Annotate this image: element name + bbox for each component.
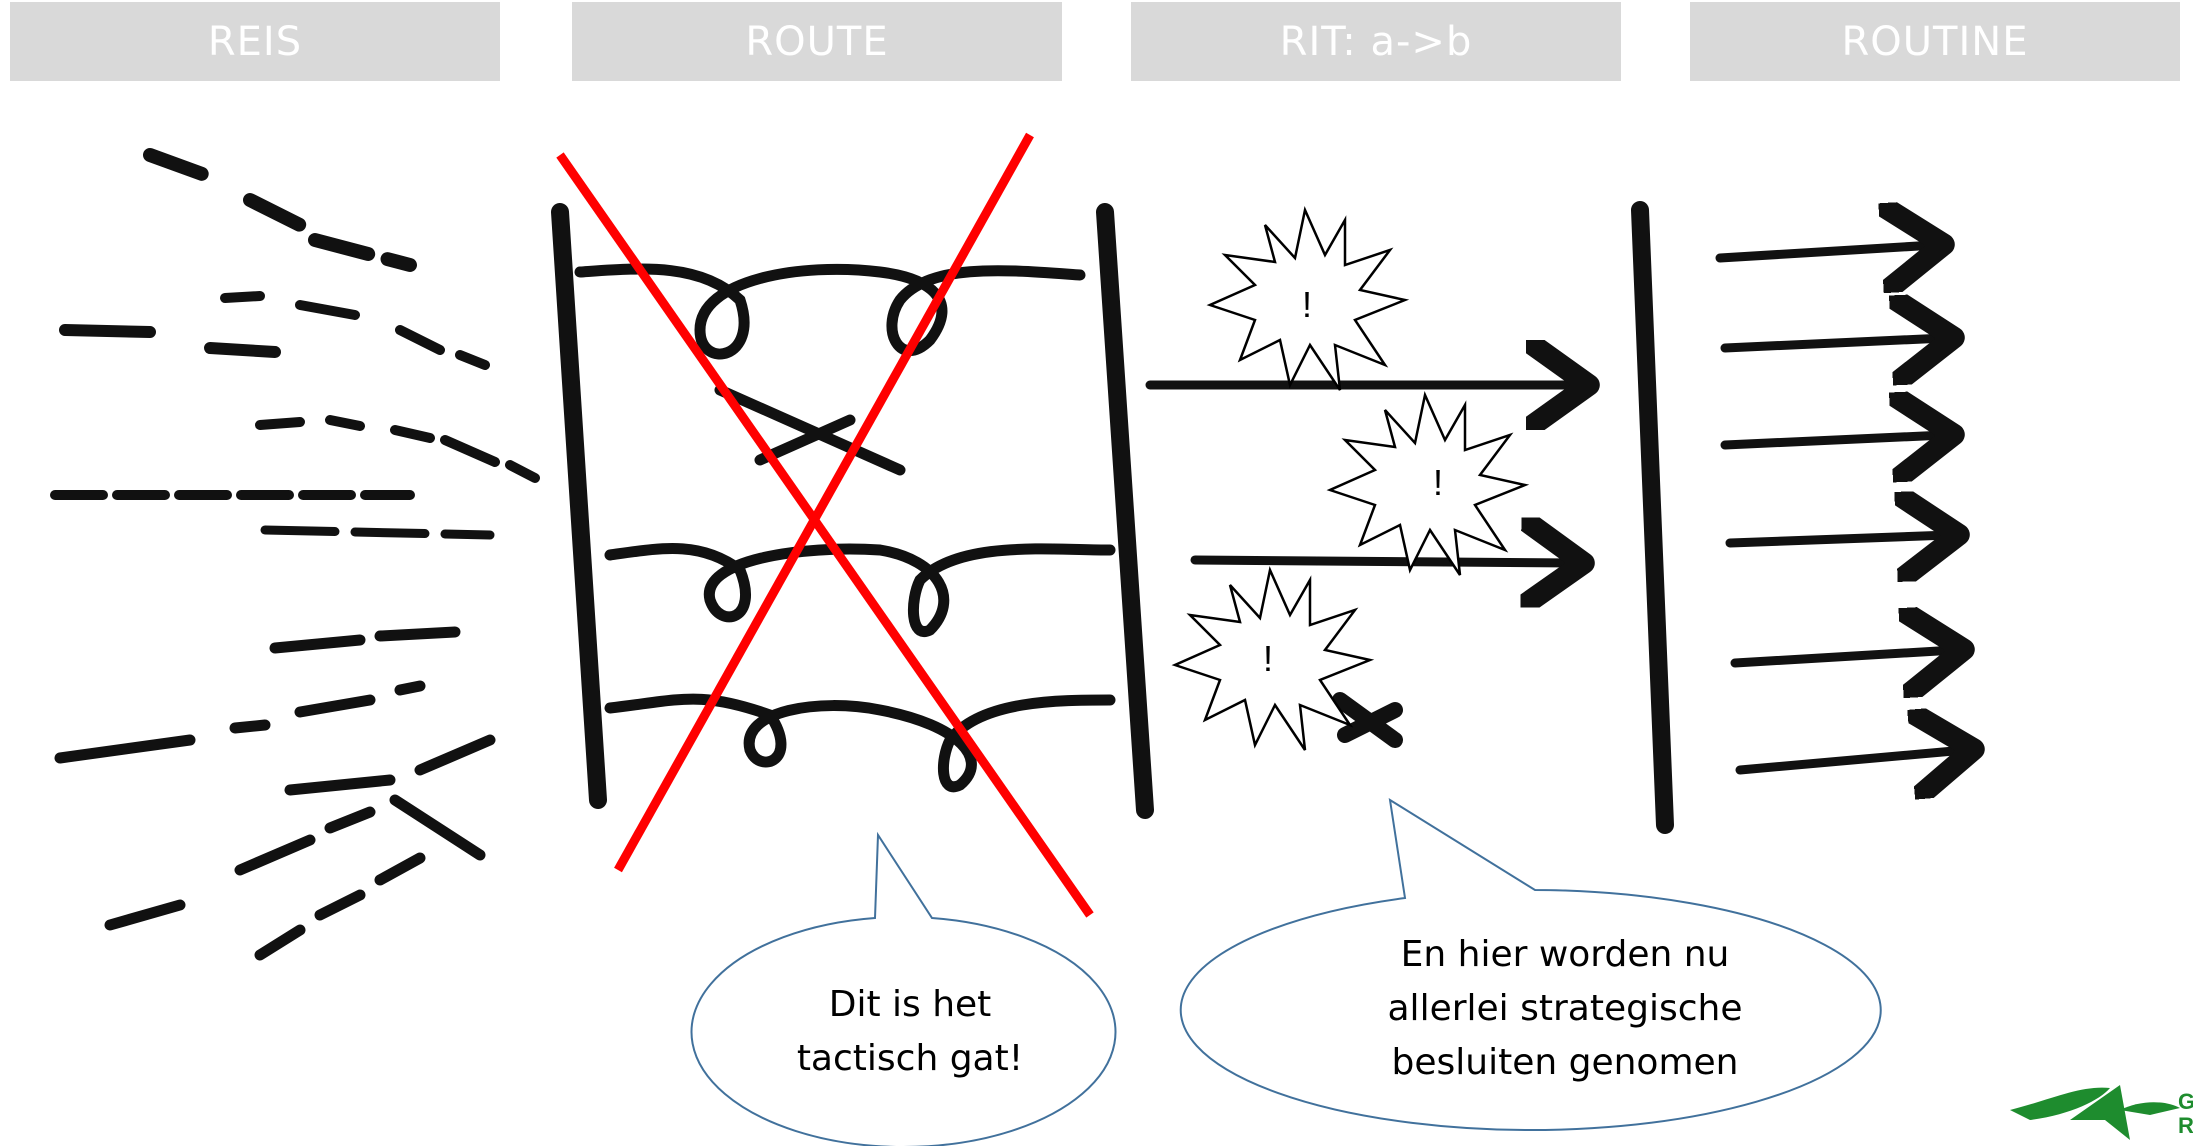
vertical-dividers [551,201,1674,834]
burst-label-3: ! [1262,638,1273,679]
route-loop-strand [604,693,1116,793]
bubble-strategic-line-1: En hier worden nu [1400,934,1730,975]
routine-arrow [1720,338,1945,348]
bubble-tactical-line-1: Dit is het [828,984,992,1025]
bubble-strategic-line-3: besluiten genomen [1391,1042,1739,1083]
routine-arrow [1735,750,1965,770]
logo-mark [2010,1085,2180,1140]
cross-line-2 [614,132,1034,873]
burst-shape-1 [1206,205,1410,391]
reis-stroke [220,291,490,370]
reis-stroke [260,525,495,540]
header-route: ROUTE [572,2,1062,81]
reis-stroke [104,852,426,961]
logo-text: G R [2178,1090,2193,1138]
logo-text-line-1: G [2178,1089,2193,1114]
reis-stroke [269,626,461,654]
route-loop-strand [604,543,1116,637]
header-routine: ROUTINE [1690,2,2180,81]
reis-scattered-strokes [50,148,540,961]
divider-1 [551,203,607,809]
burst-shape-2 [1326,390,1530,576]
reis-stroke [255,415,540,483]
speech-bubbles [690,798,1882,1146]
header-rit: RIT: a->b [1131,2,1621,81]
divider-2 [1096,203,1154,819]
red-cross [556,132,1094,918]
divider-3 [1631,201,1674,834]
burst-label-2: ! [1432,462,1443,503]
routine-arrow [1720,435,1945,445]
rit-x-mark [1332,692,1403,748]
bubble-tactical-line-2: tactisch gat! [796,1038,1024,1079]
reis-stroke [143,148,417,272]
bubble-strategic-line-2: allerlei strategische [1387,988,1743,1029]
burst-label-1: ! [1301,284,1312,325]
routine-arrow [1725,535,1950,543]
reis-stroke [204,342,281,358]
bubble-tactical-text: Dit is het tactisch gat! [740,978,1080,1086]
routine-arrow [1730,650,1955,663]
bubble-strategic [1179,798,1882,1131]
rit-arrows [1145,385,1580,748]
route-loops [574,263,1116,793]
routine-arrows [1715,245,1965,770]
bubble-tactical [690,831,1117,1146]
routine-arrow [1715,245,1935,258]
bubble-strategic-text: En hier worden nu allerlei strategische … [1230,928,1900,1090]
reis-stroke [284,734,496,796]
route-loop-strand [714,384,906,476]
logo-text-line-2: R [2178,1113,2193,1138]
bursts [1171,205,1530,751]
cross-line-1 [556,152,1094,918]
reis-stroke [234,794,486,876]
rit-arrow [1190,560,1575,563]
reis-stroke [59,324,156,338]
header-reis: REIS [10,2,500,81]
reis-stroke [54,680,426,764]
burst-shape-3 [1171,565,1375,751]
route-loop-strand [574,263,1086,360]
